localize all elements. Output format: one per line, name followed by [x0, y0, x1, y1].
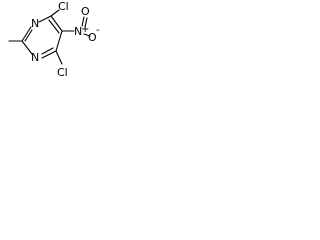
bond-c2-n3-double	[24, 29, 33, 42]
bond-c2-n3	[21, 26, 32, 42]
atom-n-ring-bottom: N	[31, 51, 39, 64]
bond-c4-c5-double	[48, 19, 60, 34]
chemical-structure: Cl N N Cl N + O O -	[8, 0, 100, 79]
atom-nitro-o-top: O	[81, 5, 90, 18]
atom-nitro-o-minus: -	[96, 25, 100, 36]
atom-cl-top: Cl	[58, 0, 69, 13]
atom-n-ring-top: N	[31, 17, 39, 30]
bond-n3-c4	[38, 15, 52, 23]
bond-c6-n1-double	[41, 47, 54, 55]
atom-nitro-plus: +	[81, 24, 89, 35]
bond-c4-cl	[50, 9, 60, 17]
bond-c6-n1	[41, 50, 57, 59]
atom-cl-bottom: Cl	[57, 66, 68, 79]
bond-c6-cl	[55, 50, 63, 65]
atom-nitro-o-right: O	[88, 31, 97, 44]
bond-c5-c6	[55, 30, 63, 52]
bond-c4-c5	[50, 15, 63, 32]
bond-n1-c2	[21, 40, 33, 55]
atom-nitro-n: N	[74, 25, 82, 38]
bond-nitro-o-top-double	[84, 17, 88, 28]
bond-nitro-o-top	[81, 16, 85, 27]
bond-nitro-o-right	[83, 33, 91, 37]
